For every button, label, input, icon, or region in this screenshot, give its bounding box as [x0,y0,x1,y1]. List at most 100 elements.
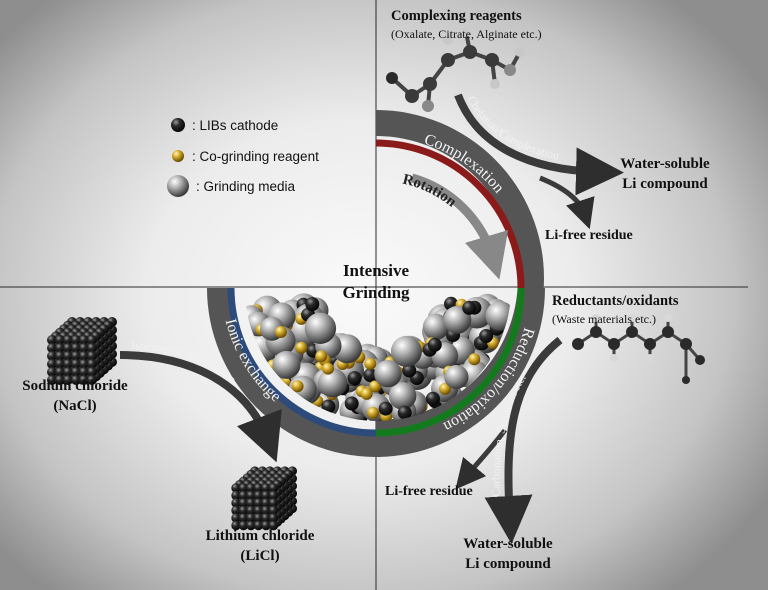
legend-item-co-grinding: : Co-grinding reagent [170,148,319,164]
crystal-atom [261,520,271,531]
crystal-atom [261,498,271,508]
co-grinding-reagent-ball [274,326,287,338]
co-grinding-reagent-ball [369,380,382,393]
crystal-atom [231,483,241,493]
co-grinding-reagent-ball [315,350,328,363]
crystal-atom [253,483,264,493]
isomorphic-arrow [119,351,282,463]
crystal-atom [246,483,256,493]
crystal-atom [261,505,271,516]
crystal-atom [71,359,81,369]
co-grinding-reagent-ball [468,353,481,366]
crystal-atom [63,367,73,377]
crystal-atom [268,505,279,516]
rotation-arrow [410,173,509,280]
center-title-line1: Intensive [342,261,410,280]
crystal-atom [55,359,65,369]
crystal-atom [63,343,73,353]
lib-cathode-ball [344,396,359,411]
crystal-atom [79,359,89,369]
crystal-atom [253,498,264,508]
grinding-media-ball [443,305,472,334]
crystal-atom [87,375,97,385]
crystal-atom [246,490,256,501]
crystal-atom [268,483,279,493]
crystal-atom [246,520,256,531]
crystal-atom [253,513,264,523]
crystal-atom [47,351,57,361]
lib-cathode-ball [427,337,442,352]
crystal-atom [261,513,271,523]
crystal-atom [238,505,249,516]
center-title-line2: Grinding [342,283,410,302]
lib-cathode-ball [321,399,336,414]
crystal-atom [63,375,73,385]
reduction-product-label: Water-soluble Li compound [448,534,568,574]
legend-item-grinding-media: : Grinding media [166,174,295,198]
crystal-atom [238,513,249,523]
crystal-atom [87,335,97,345]
lib-cathode-ball [479,329,494,343]
crystal-atom [79,367,89,377]
crystal-atom [238,498,249,508]
crystal-atom [268,520,279,531]
grinding-media-ball [390,335,422,367]
chelation-arrow [454,93,624,196]
reduction-residue-label: Li-free residue [385,484,473,499]
crystal-atom [246,505,256,516]
crystal-atom [253,490,264,501]
complexing-molecule-icon [386,27,525,112]
crystal-atom [231,498,241,508]
lib-cathode-ball [347,371,362,386]
co-grinding-reagent-ball [364,357,377,370]
complexing-reagents-title: Complexing reagents [391,8,522,24]
crystal-atom [231,513,241,523]
crystal-atom [79,375,89,385]
co-grinding-reagent-ball [439,382,452,395]
nacl-label-line2: (NaCl) [53,398,97,414]
crystal-atom [47,335,57,345]
co-grinding-reagent-ball-icon [172,150,184,162]
nacl-crystal-icon [47,317,117,385]
crystal-atom [87,367,97,377]
complexing-reagents-subtitle: (Oxalate, Citrate, Alginate etc.) [391,27,542,41]
licl-label-line1: Lithium chloride [205,528,315,544]
complex-product-label: Water-soluble Li compound [605,154,725,194]
co-grinding-reagent-ball [322,362,334,375]
complex-product-line2: Li compound [622,176,708,192]
crystal-atom [246,513,256,523]
crystal-atom [55,335,65,345]
crystal-atom [63,351,73,361]
crystal-atom [47,359,57,369]
crystal-atom [55,351,65,361]
nacl-label: Sodium chloride (NaCl) [10,376,140,416]
reduction-stripe [375,287,525,437]
grinding-media-ball [374,360,402,388]
rotation-label: Rotation [401,172,460,211]
grinding-media-ball [444,364,469,390]
complex-residue-arrow [539,175,595,230]
reductants-subtitle: (Waste materials etc.) [552,312,656,326]
grinding-media-ball [422,313,450,340]
crystal-atom [71,367,81,377]
crystal-atom [79,335,89,345]
crystal-atom [231,490,241,501]
crystal-atom [79,351,89,361]
grinding-media-ball [304,312,337,344]
crystal-atom [268,490,279,501]
lib-cathode-ball [397,405,412,420]
crystal-atom [63,335,73,345]
reductants-title: Reductants/oxidants [552,293,679,309]
crystal-atom [246,498,256,508]
legend-item-lib-cathode: : LIBs cathode [170,117,278,133]
grinding-media-ball [318,368,348,398]
reduction-residue-arrow [455,428,507,490]
crystal-atom [79,343,89,353]
complex-residue-label: Li-free residue [545,228,633,243]
crystal-atom [87,343,97,353]
lib-cathode-ball-icon [171,118,185,132]
crystal-atom [231,520,241,531]
legend-label-lib-cathode: : LIBs cathode [192,117,279,133]
co-grinding-reagent-ball [360,387,373,400]
